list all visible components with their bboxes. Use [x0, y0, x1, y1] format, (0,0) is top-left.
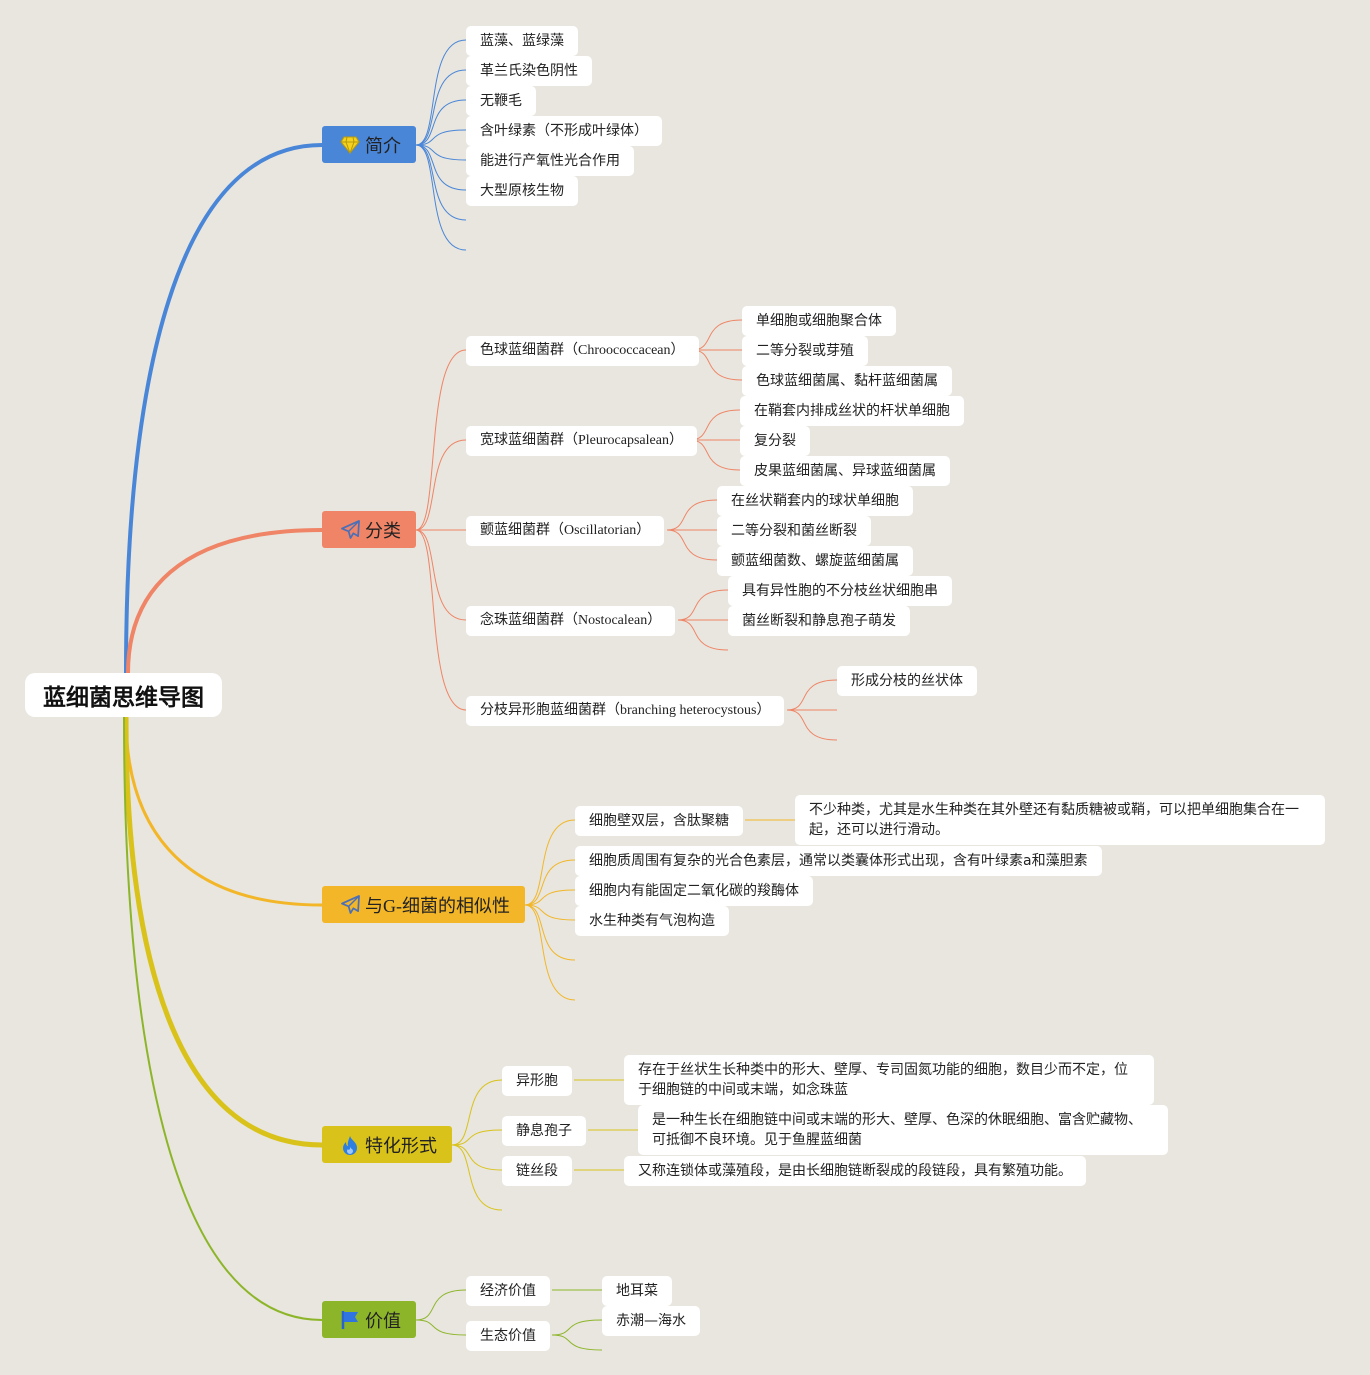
item-connector [524, 904, 576, 1001]
topic-item[interactable]: 细胞内有能固定二氧化碳的羧酶体 [575, 876, 813, 906]
topic-item[interactable]: 生态价值 [466, 1321, 550, 1351]
branch-label: 简介 [365, 135, 401, 157]
trunk-connector [124, 143, 324, 675]
topic-item[interactable]: 赤潮—海水 [602, 1306, 700, 1336]
item-connector [415, 1319, 467, 1336]
item-connector [451, 1144, 503, 1171]
connector [786, 709, 838, 741]
root-topic[interactable]: 蓝细菌思维导图 [25, 673, 222, 717]
topic-item[interactable]: 静息孢子 [502, 1116, 586, 1146]
trunk-connector [123, 716, 323, 1321]
topic-item[interactable]: 单细胞或细胞聚合体 [742, 306, 896, 336]
topic-item[interactable]: 蓝藻、蓝绿藻 [466, 26, 578, 56]
connector [666, 529, 718, 561]
item-connector [415, 99, 467, 146]
connector [677, 619, 729, 651]
item-connector [415, 144, 467, 251]
topic-item[interactable]: 能进行产氧性光合作用 [466, 146, 634, 176]
branch-specialized-forms[interactable]: 特化形式 [322, 1126, 452, 1163]
topic-item[interactable]: 二等分裂和菌丝断裂 [717, 516, 871, 546]
group-connector [415, 529, 467, 711]
branch-classification[interactable]: 分类 [322, 511, 416, 548]
branch-label: 特化形式 [365, 1135, 437, 1157]
topic-item[interactable]: 细胞壁双层，含肽聚糖 [575, 806, 743, 836]
branch-label: 价值 [365, 1310, 401, 1332]
group-connector [415, 529, 467, 621]
connector [689, 409, 741, 441]
item-connector [524, 889, 576, 906]
topic-item[interactable]: 复分裂 [740, 426, 810, 456]
topic-item[interactable]: 具有异性胞的不分枝丝状细胞串 [728, 576, 952, 606]
trunk-connector [123, 714, 325, 1148]
detail-note[interactable]: 是一种生长在细胞链中间或末端的形大、壁厚、色深的休眠细胞、富含贮藏物、可抵御不良… [638, 1105, 1168, 1155]
connector [666, 499, 718, 531]
branch-value[interactable]: 价值 [322, 1301, 416, 1338]
item-connector [415, 39, 467, 146]
connector [786, 679, 838, 711]
topic-item[interactable]: 无鞭毛 [466, 86, 536, 116]
group-topic[interactable]: 分枝异形胞蓝细菌群（branching heterocystous） [466, 696, 785, 726]
topic-item[interactable]: 经济价值 [466, 1276, 550, 1306]
trunk-connector [126, 528, 324, 675]
topic-item[interactable]: 皮果蓝细菌属、异球蓝细菌属 [740, 456, 950, 486]
diamond-icon [340, 135, 360, 155]
topic-item[interactable]: 链丝段 [502, 1156, 572, 1186]
topic-item[interactable]: 在鞘套内排成丝状的杆状单细胞 [740, 396, 964, 426]
detail-note[interactable]: 又称连锁体或藻殖段，是由长细胞链断裂成的段链段，具有繁殖功能。 [624, 1156, 1086, 1186]
topic-item[interactable]: 形成分枝的丝状体 [837, 666, 977, 696]
group-topic[interactable]: 念珠蓝细菌群（Nostocalean） [466, 606, 676, 636]
branch-intro[interactable]: 简介 [322, 126, 416, 163]
topic-item[interactable]: 在丝状鞘套内的球状单细胞 [717, 486, 913, 516]
topic-item[interactable]: 地耳菜 [602, 1276, 672, 1306]
group-topic[interactable]: 色球蓝细菌群（Chroococcacean） [466, 336, 699, 366]
group-connector [415, 349, 467, 531]
root-title: 蓝细菌思维导图 [43, 685, 204, 711]
topic-item[interactable]: 异形胞 [502, 1066, 572, 1096]
item-connector [524, 859, 576, 906]
item-connector [415, 144, 467, 161]
connector [677, 589, 729, 621]
item-connector [524, 819, 576, 906]
item-connector [415, 144, 467, 191]
topic-item[interactable]: 水生种类有气泡构造 [575, 906, 729, 936]
item-connector [451, 1129, 503, 1146]
item-connector [524, 904, 576, 921]
detail-note[interactable]: 不少种类，尤其是水生种类在其外壁还有黏质糖被或鞘，可以把单细胞集合在一起，还可以… [795, 795, 1325, 845]
topic-item[interactable]: 革兰氏染色阴性 [466, 56, 592, 86]
group-topic[interactable]: 宽球蓝细菌群（Pleurocapsalean） [466, 426, 697, 456]
topic-item[interactable]: 含叶绿素（不形成叶绿体） [466, 116, 662, 146]
topic-item[interactable]: 大型原核生物 [466, 176, 578, 206]
connector [689, 439, 741, 471]
paper-plane-icon [340, 520, 360, 540]
branch-label: 与G-细菌的相似性 [365, 895, 510, 916]
topic-item[interactable]: 菌丝断裂和静息孢子萌发 [728, 606, 910, 636]
group-connector [415, 439, 467, 531]
item-connector [451, 1079, 503, 1146]
paper-plane-icon [340, 895, 360, 915]
topic-item[interactable]: 二等分裂或芽殖 [742, 336, 868, 366]
connector [691, 349, 743, 381]
connector [691, 319, 743, 351]
topic-item[interactable]: 颤蓝细菌数、螺旋蓝细菌属 [717, 546, 913, 576]
item-connector [524, 904, 576, 961]
item-connector [415, 69, 467, 146]
flag-icon [340, 1310, 360, 1330]
topic-item[interactable]: 色球蓝细菌属、黏杆蓝细菌属 [742, 366, 952, 396]
detail-note[interactable]: 存在于丝状生长种类中的形大、壁厚、专司固氮功能的细胞，数目少而不定，位于细胞链的… [624, 1055, 1154, 1105]
topic-item[interactable]: 细胞质周围有复杂的光合色素层，通常以类囊体形式出现，含有叶绿素a和藻胆素 [575, 846, 1102, 876]
trunk-connector [124, 715, 324, 907]
branch-label: 分类 [365, 520, 401, 542]
item-connector [451, 1144, 503, 1211]
connector [551, 1334, 603, 1351]
group-topic[interactable]: 颤蓝细菌群（Oscillatorian） [466, 516, 665, 546]
item-connector [415, 129, 467, 146]
item-connector [415, 1289, 467, 1321]
connector [551, 1319, 603, 1336]
flame-icon [340, 1135, 360, 1155]
branch-gram-negative-similarity[interactable]: 与G-细菌的相似性 [322, 886, 525, 923]
